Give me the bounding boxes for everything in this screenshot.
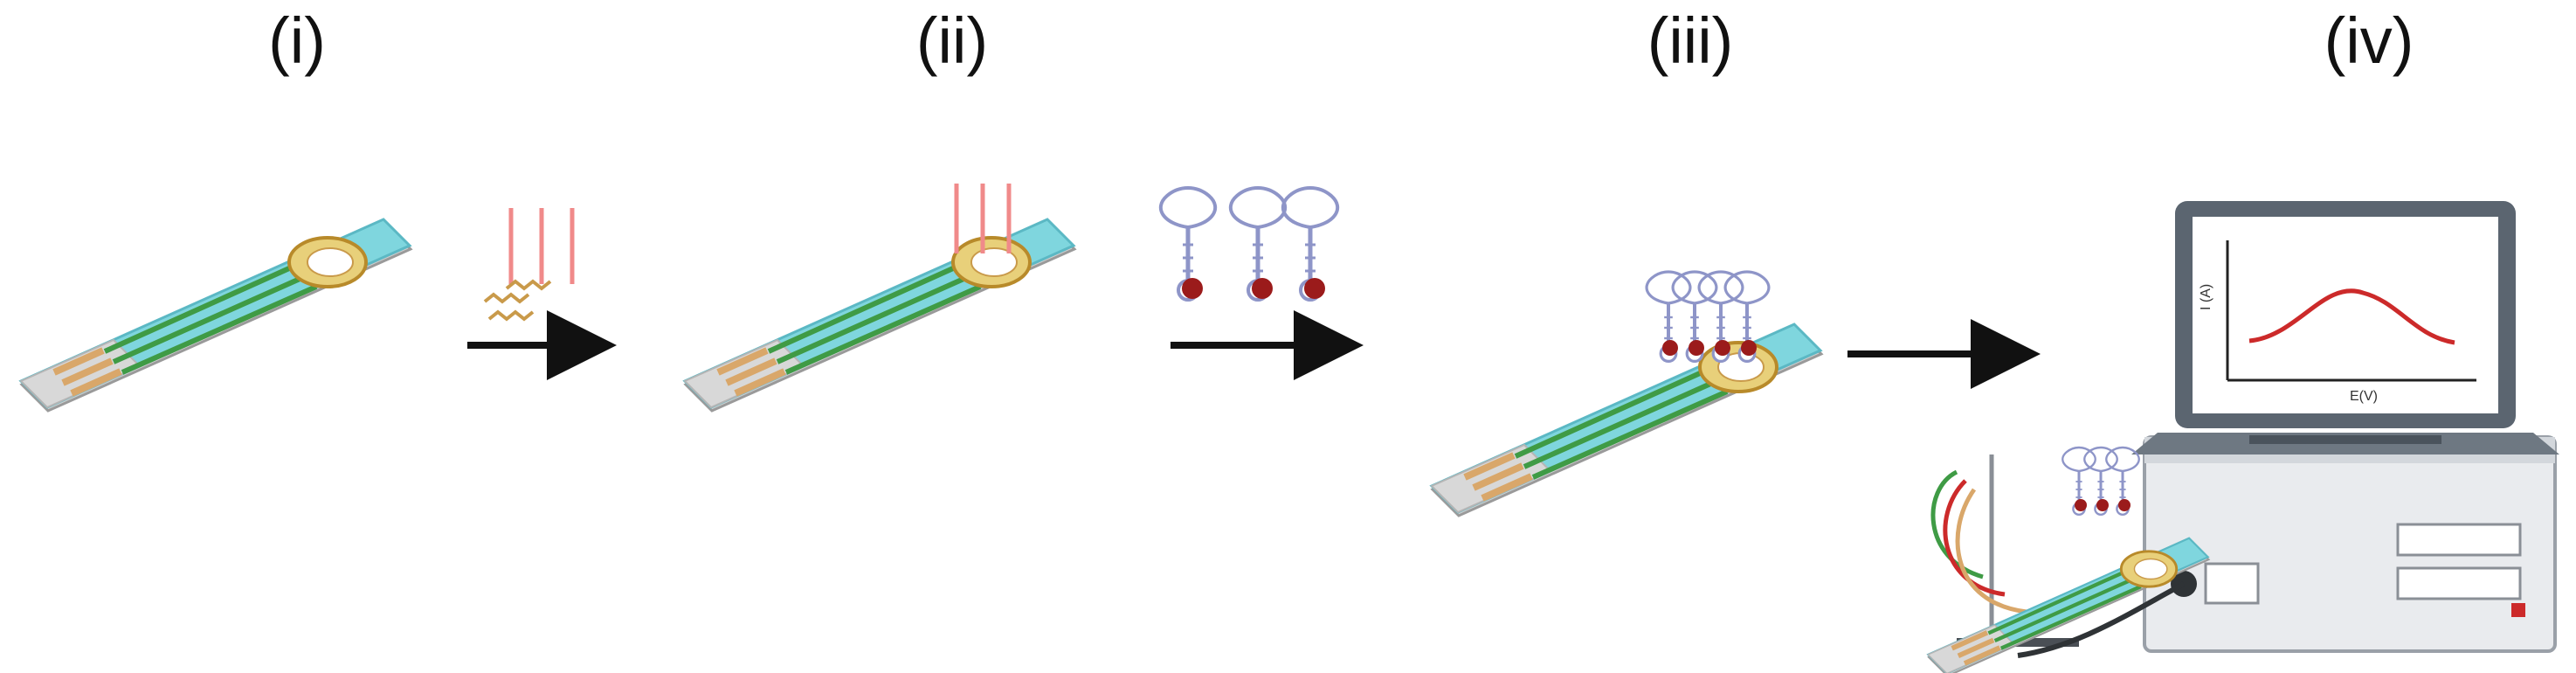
plot-ylabel: I (A): [2199, 284, 2213, 310]
electrode-strip-iii: [1432, 324, 1821, 516]
cable: [2017, 581, 2186, 658]
plot-xlabel: E(V): [2350, 389, 2378, 404]
heat-waves-icon: [483, 279, 552, 322]
step-label-iv: (iv): [2324, 4, 2414, 77]
laser-beams-1: [508, 208, 575, 284]
step-label-iii: (iii): [1647, 4, 1734, 77]
laser-beams-2: [954, 184, 1012, 253]
electrode-strip-i: [21, 219, 411, 411]
potentiostat: [2143, 435, 2557, 653]
laptop: I (A) E(V): [2131, 201, 2559, 454]
step-label-i: (i): [268, 4, 326, 77]
immobilized-aptamers-iv: [2061, 446, 2141, 517]
aptamer-molecules: [1161, 188, 1337, 300]
step-label-ii: (ii): [915, 4, 989, 77]
electrode-strip-ii: [685, 219, 1074, 411]
immobilized-aptamers: [1647, 272, 1769, 361]
